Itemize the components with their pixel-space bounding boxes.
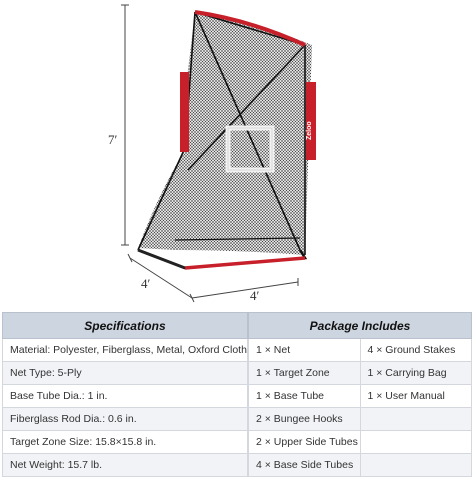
table-row: 1 × Base Tube 1 × User Manual [248,384,472,408]
table-row: 4 × Base Side Tubes [248,453,472,477]
spec-cell: Target Zone Size: 15.8×15.8 in. [2,430,248,454]
package-item: 2 × Upper Side Tubes [248,430,361,454]
spec-cell: Net Weight: 15.7 lb. [2,453,248,477]
package-item: 1 × Net [248,338,361,362]
net-mesh [138,12,312,255]
table-row: 1 × Net 4 × Ground Stakes [248,338,472,362]
width-label: 4′ [250,288,260,303]
right-side-sleeve [306,82,316,160]
target-zone [225,125,275,173]
package-item: 1 × Target Zone [248,361,361,385]
height-label: 7′ [108,132,118,147]
table-row: Material: Polyester, Fiberglass, Metal, … [2,338,248,362]
table-row: 1 × Target Zone 1 × Carrying Bag [248,361,472,385]
package-item: 1 × Carrying Bag [359,361,472,385]
width-dimension-line [191,278,299,299]
table-row: Base Tube Dia.: 1 in. [2,384,248,408]
table-row: Net Type: 5-Ply [2,361,248,385]
table-row: 2 × Upper Side Tubes [248,430,472,454]
base-frame [137,237,308,270]
package-item [359,453,472,477]
net-mesh-shade [138,12,312,255]
left-side-sleeve [180,72,189,152]
package-includes-table: Package Includes 1 × Net 4 × Ground Stak… [248,312,472,477]
top-red-edge [194,10,306,47]
specifications-table: Specifications Material: Polyester, Fibe… [2,312,248,477]
package-item: 4 × Ground Stakes [359,338,472,362]
depth-dimension-line [127,253,195,303]
height-dimension-line [121,4,129,246]
product-illustration: Zeloo [121,4,316,303]
brand-mark: Zeloo [306,121,313,140]
table-row: Fiberglass Rod Dia.: 0.6 in. [2,407,248,431]
package-item: 1 × Base Tube [248,384,361,408]
table-row: 2 × Bungee Hooks [248,407,472,431]
table-row: Net Weight: 15.7 lb. [2,453,248,477]
package-item: 2 × Bungee Hooks [248,407,361,431]
spec-cell: Fiberglass Rod Dia.: 0.6 in. [2,407,248,431]
package-item [359,430,472,454]
spec-cell: Material: Polyester, Fiberglass, Metal, … [2,338,248,362]
table-row: Target Zone Size: 15.8×15.8 in. [2,430,248,454]
package-item: 1 × User Manual [359,384,472,408]
spec-cell: Base Tube Dia.: 1 in. [2,384,248,408]
specifications-header: Specifications [2,312,248,339]
package-item [359,407,472,431]
depth-label: 4′ [141,276,151,291]
spec-cell: Net Type: 5-Ply [2,361,248,385]
package-item: 4 × Base Side Tubes [248,453,361,477]
package-header: Package Includes [248,312,472,339]
